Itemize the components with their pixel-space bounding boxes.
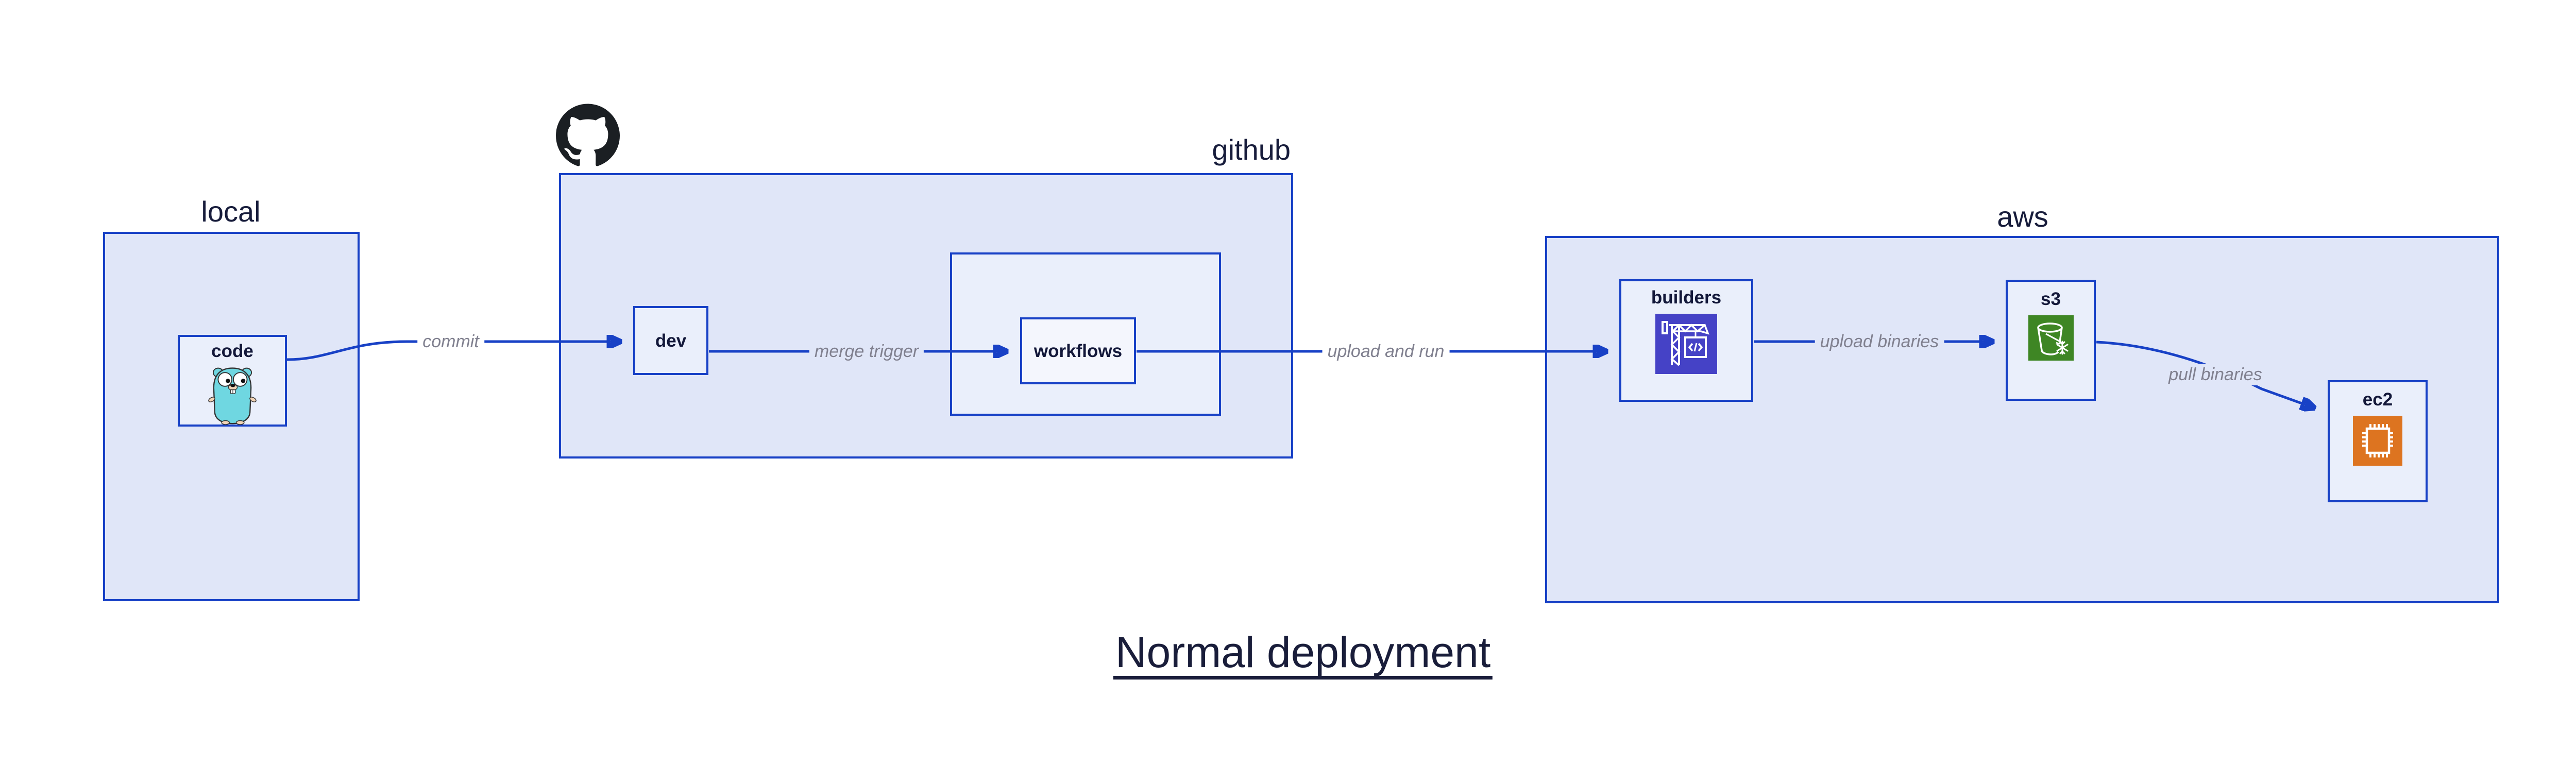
ec2-node-label: ec2 (2362, 389, 2393, 410)
upload-binaries-edge-label: upload binaries (1815, 331, 1944, 352)
builders-node: builders (1619, 279, 1753, 402)
ec2-chip-icon (2353, 416, 2402, 468)
workflows-node: workflows (1020, 317, 1136, 384)
code-node-label: code (211, 341, 253, 361)
dev-node: dev (633, 306, 708, 375)
s3-node: s3 (2006, 280, 2096, 401)
github-group-label: github (1212, 133, 1291, 166)
aws-group-label: aws (1997, 200, 2048, 233)
go-gopher-icon (208, 364, 257, 428)
upload-and-run-edge-label: upload and run (1322, 341, 1450, 362)
s3-node-label: s3 (2041, 289, 2061, 309)
codebuild-crane-icon (1655, 314, 1717, 377)
pull-binaries-edge-label: pull binaries (2163, 364, 2267, 385)
ec2-node: ec2 (2328, 380, 2428, 502)
github-octocat-logo-icon (556, 103, 620, 167)
local-group-label: local (201, 195, 261, 228)
code-node: code (178, 335, 287, 427)
commit-edge-label: commit (417, 331, 484, 352)
workflows-node-label: workflows (1033, 341, 1123, 361)
merge-trigger-edge-label: merge trigger (809, 341, 924, 362)
builders-node-label: builders (1651, 287, 1722, 308)
diagram-title: Normal deployment (1113, 630, 1493, 680)
dev-node-label: dev (655, 330, 687, 351)
s3-bucket-icon (2028, 315, 2074, 363)
